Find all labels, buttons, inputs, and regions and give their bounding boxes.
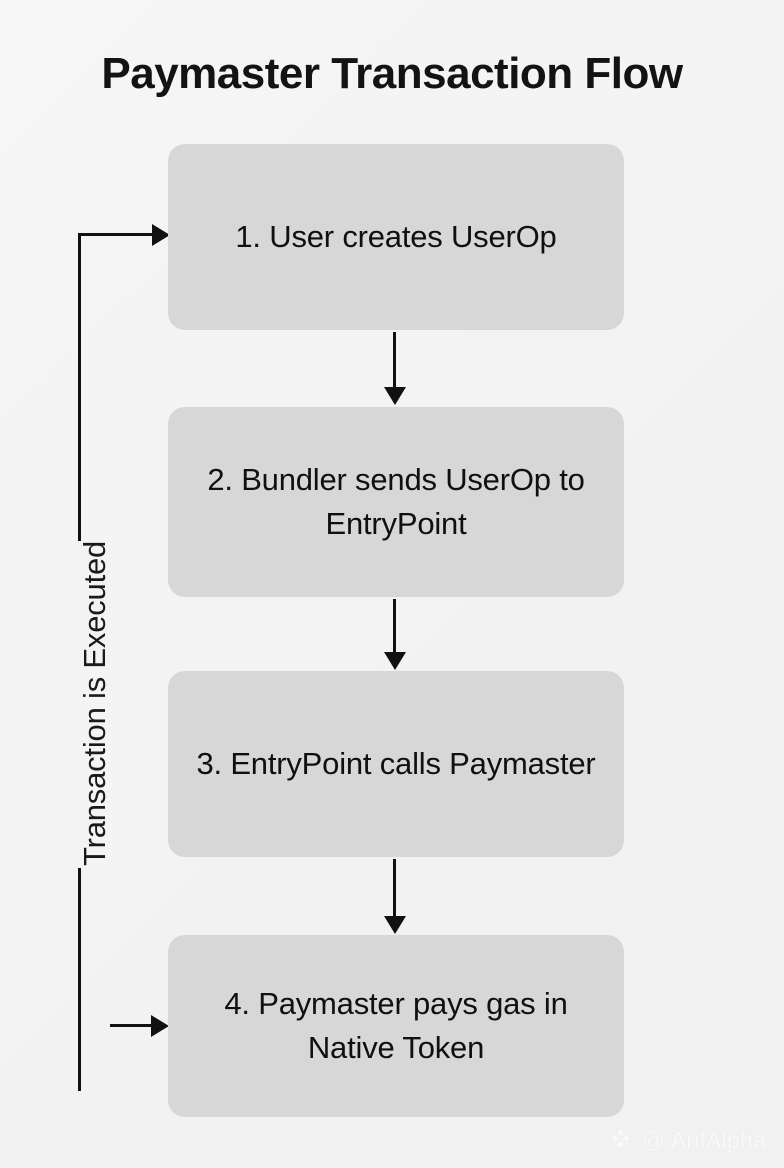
flow-step-2[interactable]: 2. Bundler sends UserOp to EntryPoint [168, 407, 624, 597]
watermark-handle: @ ArifAlpha [642, 1127, 766, 1153]
feedback-loop-entry-segment [110, 1024, 154, 1027]
feedback-loop-top-segment [78, 233, 154, 236]
feedback-loop-label: Transaction is Executed [77, 540, 112, 868]
connector-shaft [393, 859, 396, 917]
connector-step-2-to-step-3 [384, 599, 406, 670]
connector-shaft [393, 332, 396, 388]
flow-step-4-label: 4. Paymaster pays gas in Native Token [224, 986, 568, 1065]
feedback-loop-arrowhead-to-step-1 [152, 224, 170, 246]
watermark: @ ArifAlpha [608, 1127, 766, 1154]
arrow-down-icon [384, 652, 406, 670]
arrow-down-icon [384, 916, 406, 934]
flow-step-1-label: 1. User creates UserOp [235, 219, 557, 254]
flow-step-3-label: 3. EntryPoint calls Paymaster [196, 746, 596, 781]
flow-step-2-label: 2. Bundler sends UserOp to EntryPoint [207, 462, 585, 541]
flow-step-1[interactable]: 1. User creates UserOp [168, 144, 624, 330]
connector-step-1-to-step-2 [384, 332, 406, 405]
connector-shaft [393, 599, 396, 653]
page-title: Paymaster Transaction Flow [101, 49, 683, 98]
feedback-loop-arrowhead-to-step-4 [151, 1015, 169, 1037]
binance-diamond-icon [611, 1129, 630, 1148]
arrow-down-icon [384, 387, 406, 405]
connector-step-3-to-step-4 [384, 859, 406, 934]
flow-step-3[interactable]: 3. EntryPoint calls Paymaster [168, 671, 624, 857]
flow-step-4[interactable]: 4. Paymaster pays gas in Native Token [168, 935, 624, 1117]
